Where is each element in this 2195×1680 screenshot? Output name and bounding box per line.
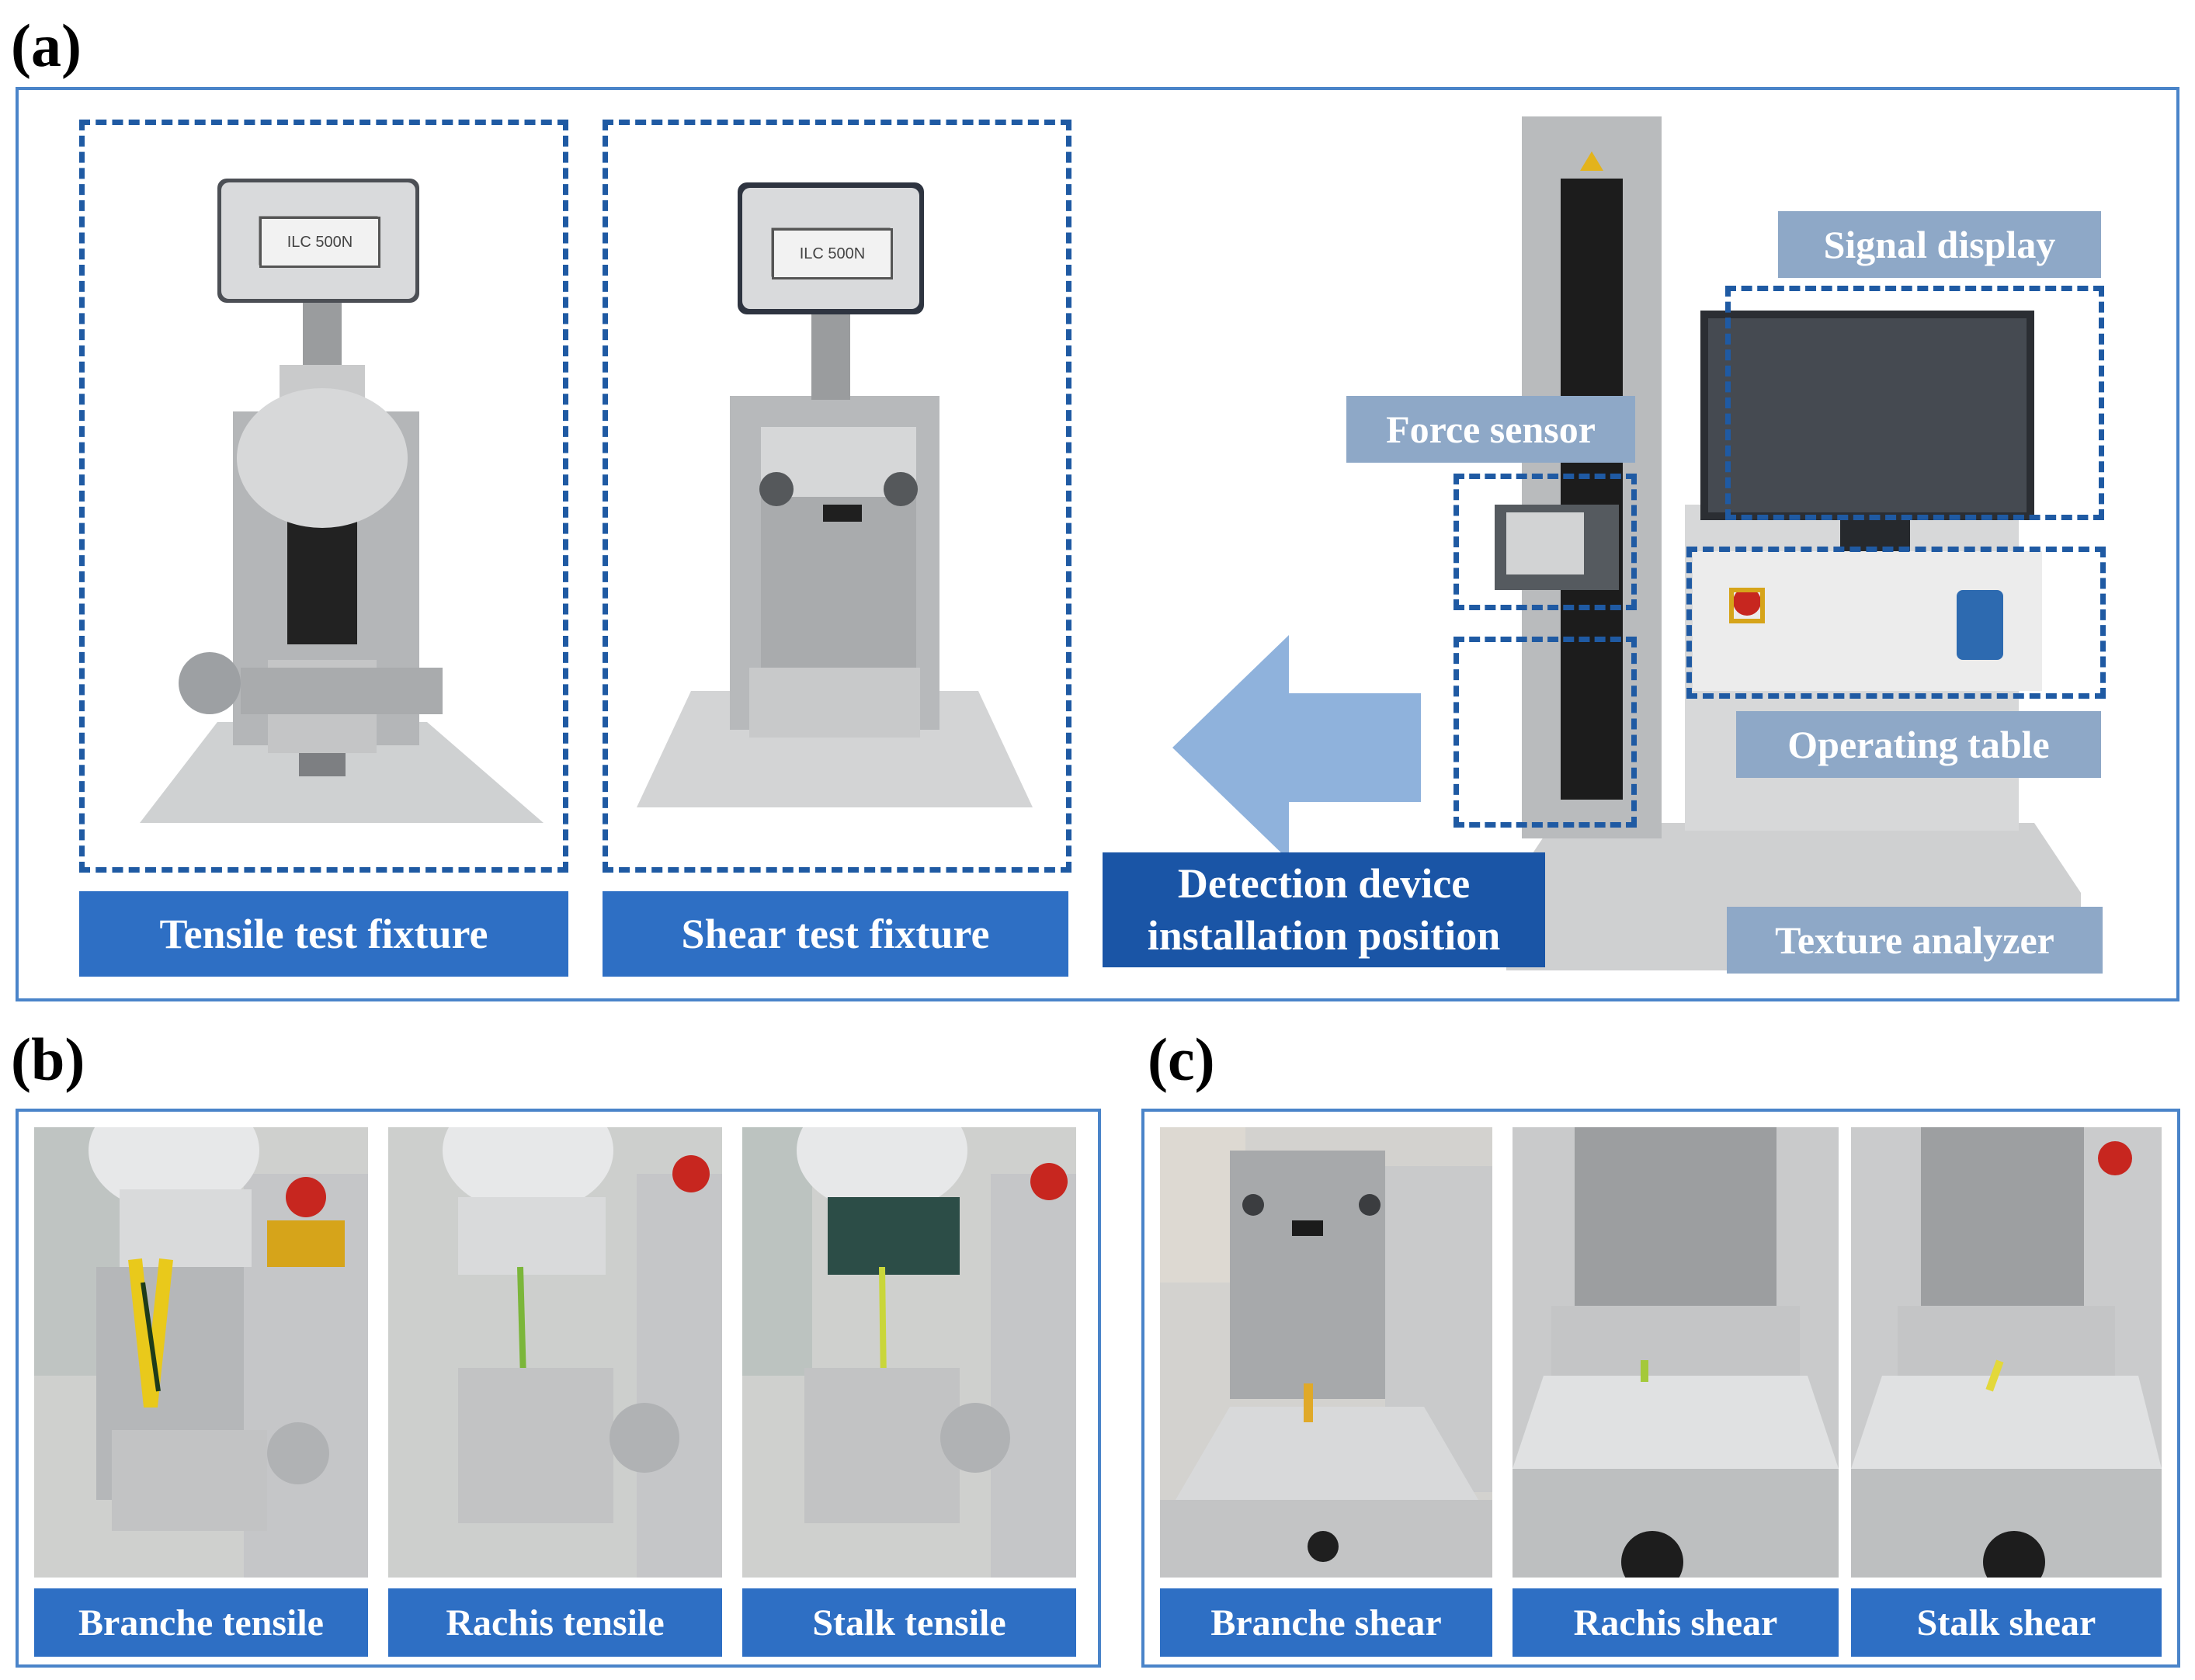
branche-shear-label: Branche shear xyxy=(1160,1588,1492,1657)
detection-position-label: Detection device installation position xyxy=(1103,852,1545,967)
sensor-model-tag: ILC 500N xyxy=(259,217,380,268)
branche-shear-photo xyxy=(1160,1127,1492,1578)
branche-tensile-photo xyxy=(34,1127,368,1578)
sensor-model-tag-shear: ILC 500N xyxy=(772,228,893,279)
stalk-tensile-label: Stalk tensile xyxy=(742,1588,1076,1657)
signal-display-label: Signal display xyxy=(1778,211,2101,278)
rachis-shear-label: Rachis shear xyxy=(1513,1588,1839,1657)
rachis-tensile-label: Rachis tensile xyxy=(388,1588,722,1657)
panel-label-c: (c) xyxy=(1148,1026,1215,1093)
tensile-fixture-label: Tensile test fixture xyxy=(79,891,568,977)
operating-table-label: Operating table xyxy=(1736,711,2101,778)
signal-display-dashed-box xyxy=(1725,286,2104,520)
force-sensor-dashed-box xyxy=(1453,474,1637,610)
force-sensor-label: Force sensor xyxy=(1346,396,1635,463)
stalk-shear-photo xyxy=(1851,1127,2162,1578)
tensile-fixture-dashed-box xyxy=(79,120,568,873)
operating-table-dashed-box xyxy=(1686,547,2106,699)
tensile-fixture-photo: ILC 500N xyxy=(93,132,551,831)
panel-label-b: (b) xyxy=(11,1026,85,1093)
panel-c-frame xyxy=(1141,1109,2180,1668)
branche-tensile-label: Branche tensile xyxy=(34,1588,368,1657)
rachis-shear-photo xyxy=(1513,1127,1839,1578)
stalk-tensile-photo xyxy=(742,1127,1076,1578)
texture-analyzer-label: Texture analyzer xyxy=(1727,907,2103,974)
panel-label-a: (a) xyxy=(11,12,82,79)
stalk-shear-label: Stalk shear xyxy=(1851,1588,2162,1657)
installation-position-dashed-box xyxy=(1453,637,1637,828)
texture-analyzer-photo xyxy=(1460,116,2081,970)
shear-fixture-label: Shear test fixture xyxy=(603,891,1068,977)
shear-fixture-dashed-box xyxy=(603,120,1071,873)
detection-label-line2: installation position xyxy=(1147,912,1501,959)
panel-a-frame xyxy=(16,87,2179,1001)
arrow-left-icon xyxy=(1172,635,1421,860)
shear-fixture-photo: ILC 500N xyxy=(613,132,1048,831)
detection-label-line1: Detection device xyxy=(1177,859,1471,907)
panel-b-frame xyxy=(16,1109,1101,1668)
rachis-tensile-photo xyxy=(388,1127,722,1578)
